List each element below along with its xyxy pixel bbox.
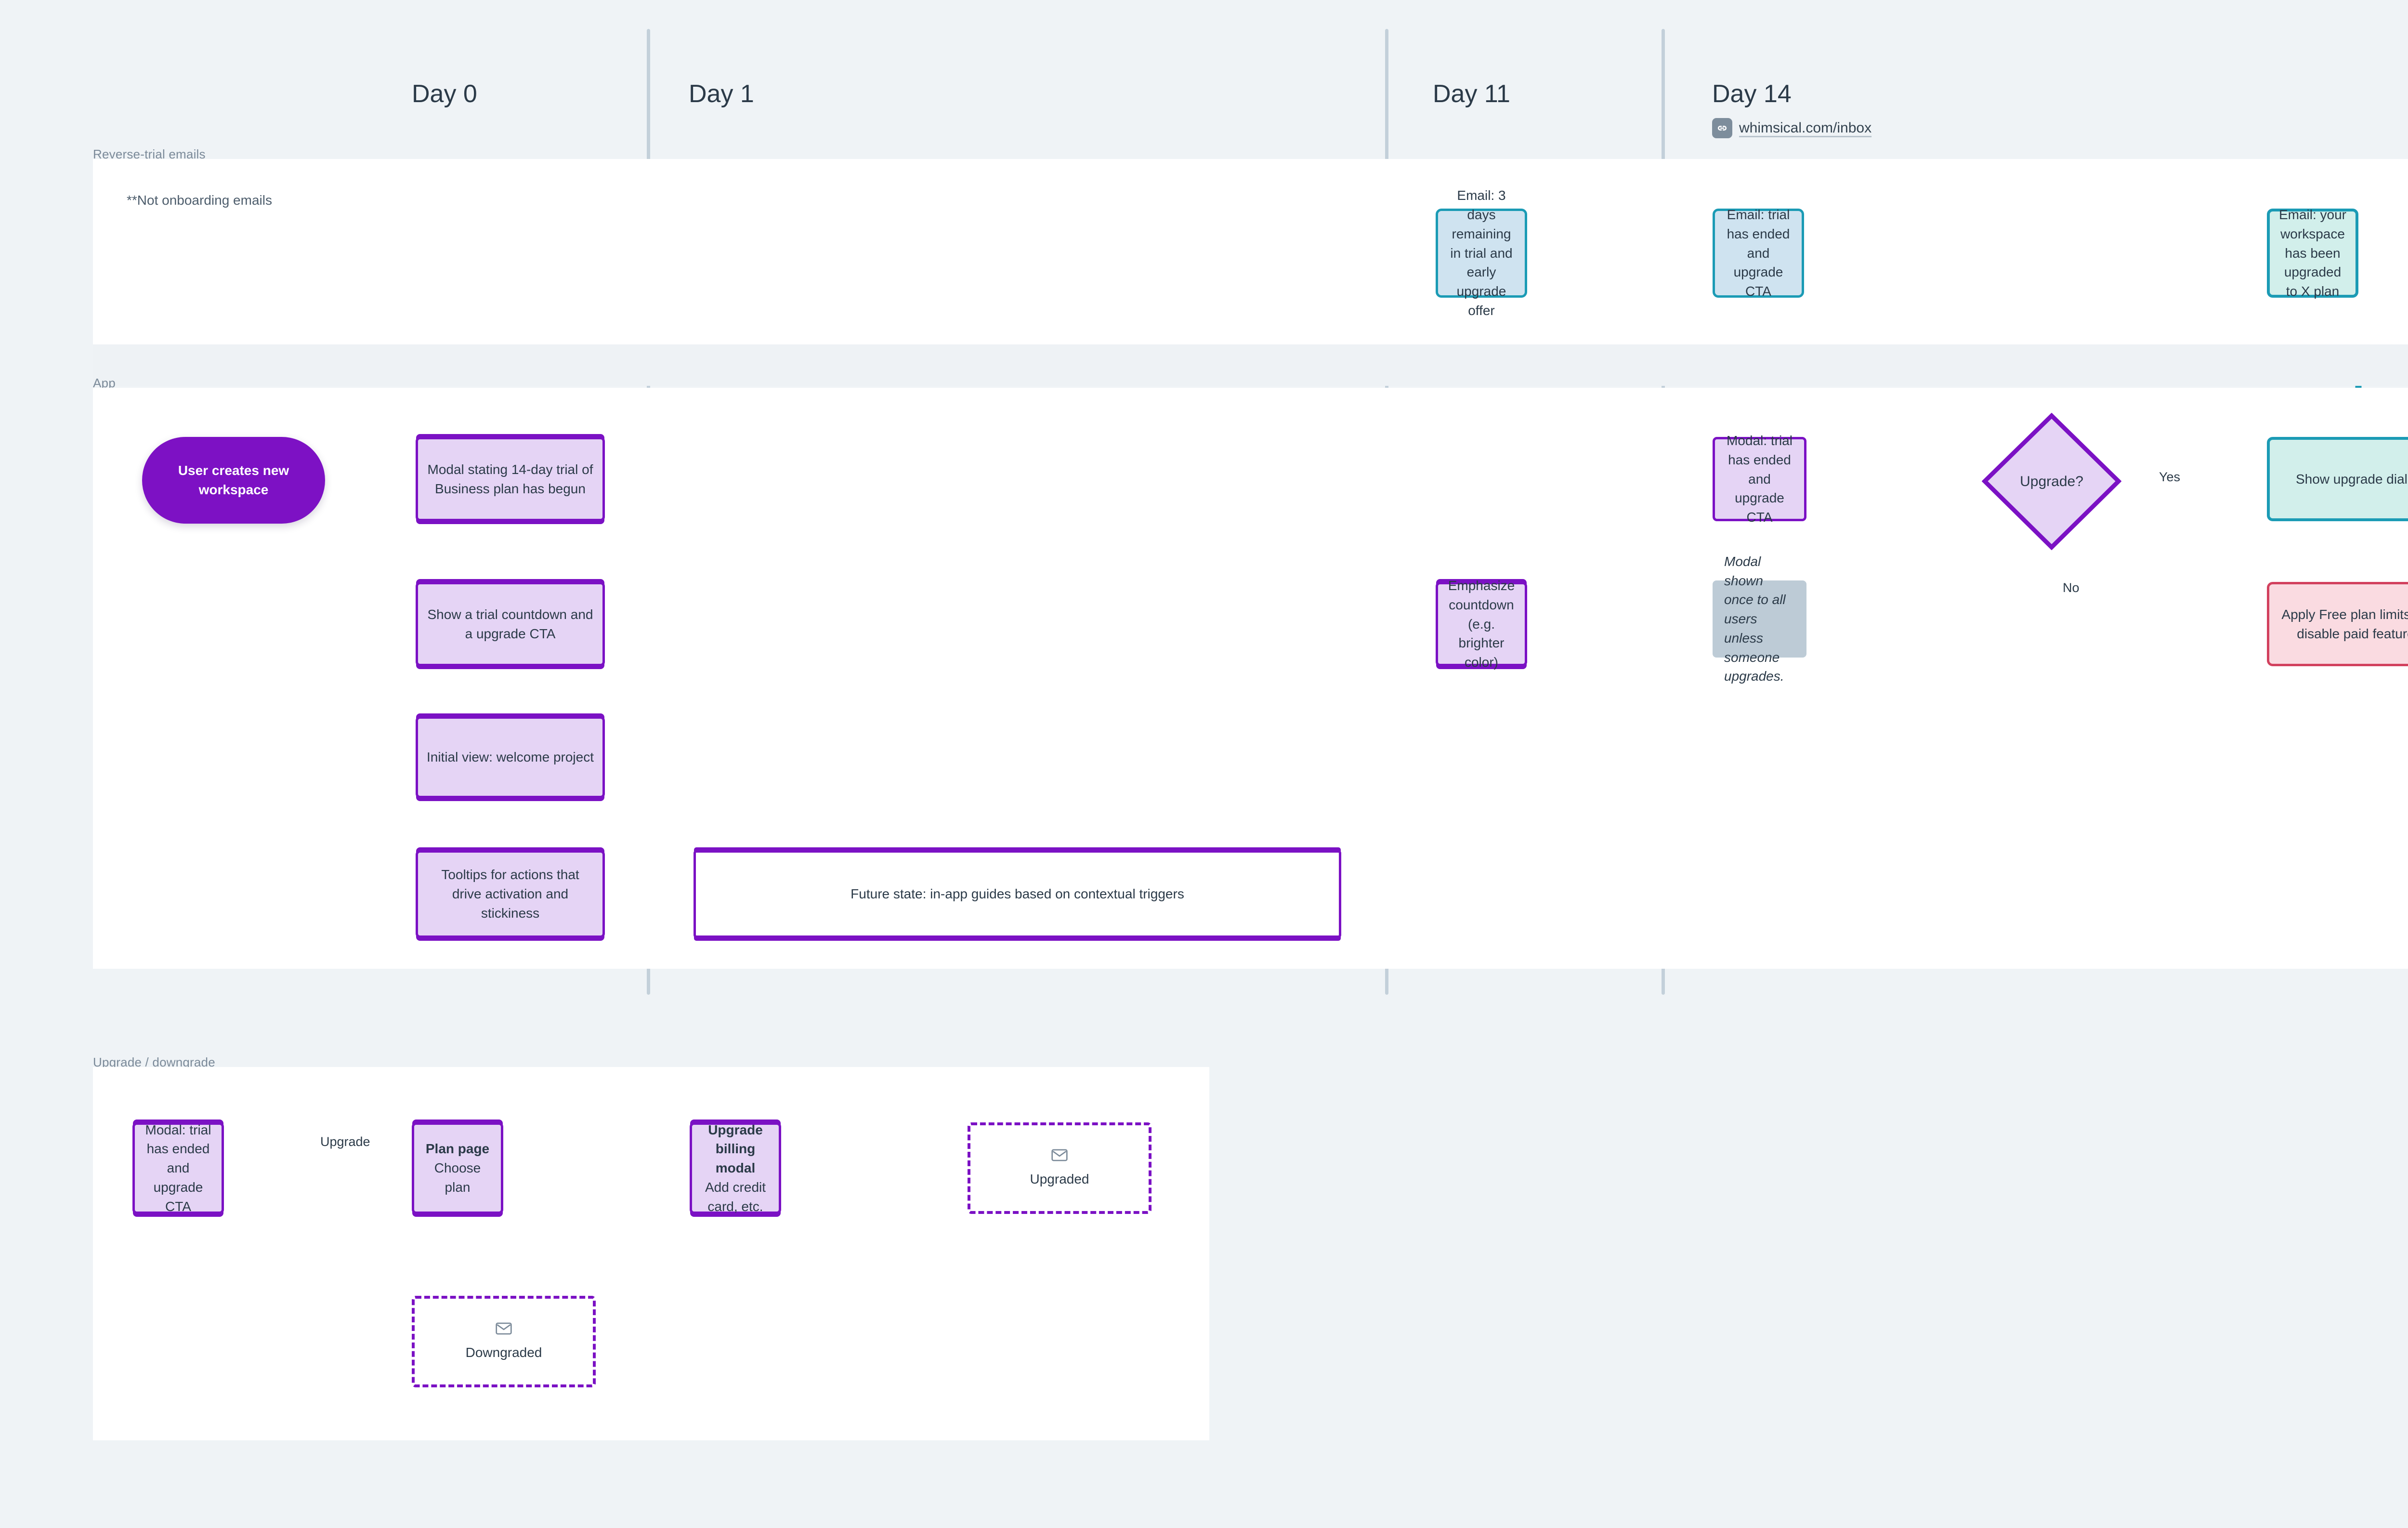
mail-icon [1051,1147,1068,1167]
downgraded-label: Downgraded [465,1345,542,1360]
diamond-shape [1981,412,2122,551]
node-b-downgraded[interactable]: Downgraded [412,1296,596,1387]
day-header-day0: Day 0 [412,80,477,108]
node-modal-trial-ended[interactable]: Modal: trial has ended and upgrade CTA [1713,433,1806,525]
node-b-upgrade-billing-modal[interactable]: Upgrade billing modal Add credit card, e… [690,1122,781,1214]
plan-page-subtitle: Choose plan [434,1160,481,1195]
edge-label-no: No [2063,580,2080,595]
upgraded-label: Upgraded [1030,1172,1089,1186]
plan-page-title: Plan page [425,1141,490,1157]
day14-link[interactable]: whimsical.com/inbox [1712,118,1871,138]
lane-body-emails [93,159,2408,344]
edge-label-yes: Yes [2159,470,2181,484]
node-b-plan-page[interactable]: Plan page Choose plan [412,1122,503,1214]
node-future-state-guides[interactable]: Future state: in-app guides based on con… [694,850,1341,938]
day14-link-text[interactable]: whimsical.com/inbox [1739,120,1872,136]
mail-icon [496,1321,512,1340]
billing-modal-title: Upgrade billing modal [708,1122,763,1176]
day-header-day1: Day 1 [689,80,754,108]
node-trial-countdown-cta[interactable]: Show a trial countdown and a upgrade CTA [416,582,605,666]
billing-modal-subtitle: Add credit card, etc. [705,1179,766,1214]
decision-label: Upgrade? [2020,473,2083,489]
node-email-3days[interactable]: Email: 3 days remaining in trial and ear… [1436,188,1527,318]
node-email-upgraded[interactable]: Email: your workspace has been upgraded … [2267,207,2358,299]
note-not-onboarding-emails: **Not onboarding emails [127,193,272,208]
node-b-upgraded[interactable]: Upgraded [968,1122,1152,1214]
node-user-creates-workspace[interactable]: User creates new workspace [142,437,325,524]
lane-gap-band [93,344,2408,386]
node-show-upgrade-dialog[interactable]: Show upgrade dialog [2267,437,2408,521]
edge-label-upgrade: Upgrade [320,1134,370,1149]
day-header-day11: Day 11 [1433,80,1510,108]
node-modal-14day-trial[interactable]: Modal stating 14-day trial of Business p… [416,437,605,521]
node-decision-upgrade[interactable]: Upgrade? [1981,412,2122,551]
node-tooltips-activation[interactable]: Tooltips for actions that drive activati… [416,850,605,938]
node-emphasize-countdown[interactable]: Emphasize countdown (e.g. brighter color… [1436,578,1527,670]
day-header-day14: Day 14 [1712,80,1792,108]
node-b-modal-trial-ended[interactable]: Modal: trial has ended and upgrade CTA [132,1122,224,1214]
node-apply-free-limits[interactable]: Apply Free plan limits and disable paid … [2267,582,2408,666]
link-icon [1712,118,1732,138]
node-email-trial-ended[interactable]: Email: trial has ended and upgrade CTA [1713,207,1804,299]
note-modal-shown-once: Modal shown once to all users unless som… [1713,554,1806,684]
node-initial-view-welcome[interactable]: Initial view: welcome project [416,716,605,798]
